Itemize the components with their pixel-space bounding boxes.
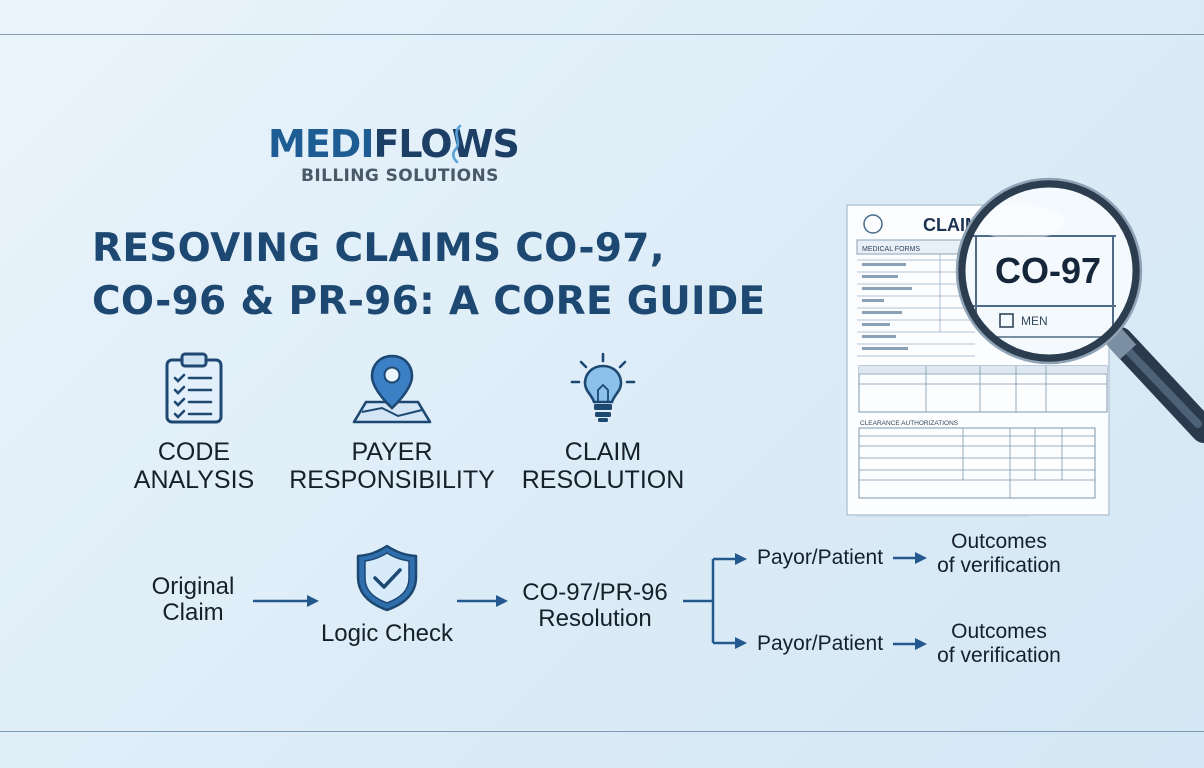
bottom-divider xyxy=(0,731,1204,732)
brand-tagline: BILLING SOLUTIONS xyxy=(301,166,499,186)
arrow-right-icon xyxy=(915,552,927,564)
medical-seal-icon xyxy=(863,214,883,234)
checkbox-icon xyxy=(999,313,1014,328)
arrow-right-icon xyxy=(496,595,508,607)
clipboard-checklist-icon xyxy=(165,352,223,424)
flow-logic-check: Logic Check xyxy=(320,620,454,647)
brand-logo: MEDIFLOWS BILLING SOLUTIONS xyxy=(268,122,538,186)
flow-connectors xyxy=(253,556,918,646)
arrow-right-icon xyxy=(307,595,319,607)
arrow-right-icon xyxy=(915,638,927,650)
magnifier-icon: CO-97 MEN xyxy=(955,177,1143,365)
title-line-2: CO-96 & PR-96: A CORE GUIDE xyxy=(92,279,766,324)
brand-name: MEDIFLOWS xyxy=(268,122,538,166)
top-divider xyxy=(0,34,1204,35)
form-section-medical: MEDICAL FORMS xyxy=(862,246,920,253)
title-line-1: RESOVING CLAIMS CO-97, xyxy=(92,226,665,271)
lightbulb-icon xyxy=(570,352,636,422)
shield-check-icon xyxy=(356,544,418,612)
flow-branch-top: Payor/Patient xyxy=(756,546,884,569)
magnified-checkbox-label: MEN xyxy=(1021,314,1048,328)
map-pin-icon xyxy=(352,354,432,424)
swoosh-icon xyxy=(451,124,462,164)
form-section-clearance: CLEARANCE AUTHORIZATIONS xyxy=(860,420,959,427)
magnified-code: CO-97 xyxy=(995,250,1101,291)
arrow-right-icon xyxy=(735,637,747,649)
flow-branch-bottom: Payor/Patient xyxy=(756,632,884,655)
brand-name-part1: MEDI xyxy=(268,122,374,166)
magnifier-handle xyxy=(1101,324,1204,443)
page-title: RESOVING CLAIMS CO-97, CO-96 & PR-96: A … xyxy=(92,222,765,328)
flow-arrowheads xyxy=(307,552,927,650)
arrow-right-icon xyxy=(735,553,747,565)
brand-name-part2: FLOWS xyxy=(373,122,519,166)
